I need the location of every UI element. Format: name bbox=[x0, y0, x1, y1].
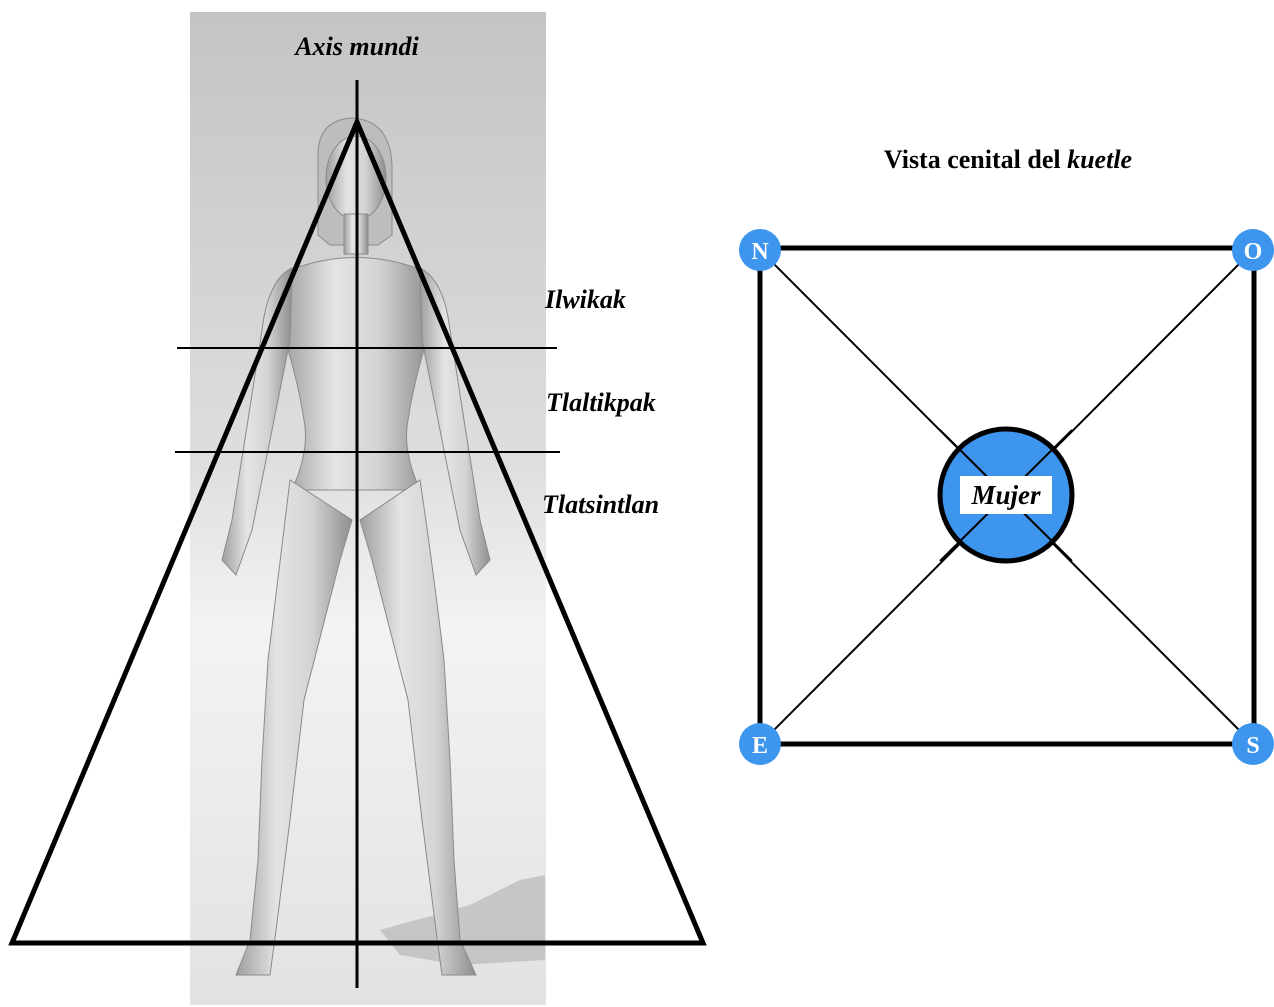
level-label-tlaltikpak: Tlaltikpak bbox=[546, 388, 656, 417]
title-prefix: Vista cenital del bbox=[884, 145, 1067, 174]
corner-label-o: O bbox=[1244, 239, 1263, 265]
corner-label-e: E bbox=[752, 733, 768, 759]
corner-marker-n: N bbox=[739, 229, 781, 271]
corner-marker-s: S bbox=[1232, 723, 1274, 765]
level-label-ilwikak: Ilwikak bbox=[544, 285, 626, 314]
axis-mundi-label: Axis mundi bbox=[293, 32, 419, 61]
kuetle-square-diagram: Mujer N O E S bbox=[739, 229, 1274, 765]
corner-label-s: S bbox=[1246, 733, 1259, 759]
corner-label-n: N bbox=[751, 239, 769, 265]
kuetle-view-title: Vista cenital del kuetle bbox=[884, 145, 1132, 174]
center-label: Mujer bbox=[970, 480, 1041, 510]
corner-marker-o: O bbox=[1232, 229, 1274, 271]
title-italic: kuetle bbox=[1067, 145, 1132, 174]
corner-marker-e: E bbox=[739, 723, 781, 765]
level-label-tlatsintlan: Tlatsintlan bbox=[542, 490, 659, 519]
body-figure-panel bbox=[190, 12, 546, 1005]
